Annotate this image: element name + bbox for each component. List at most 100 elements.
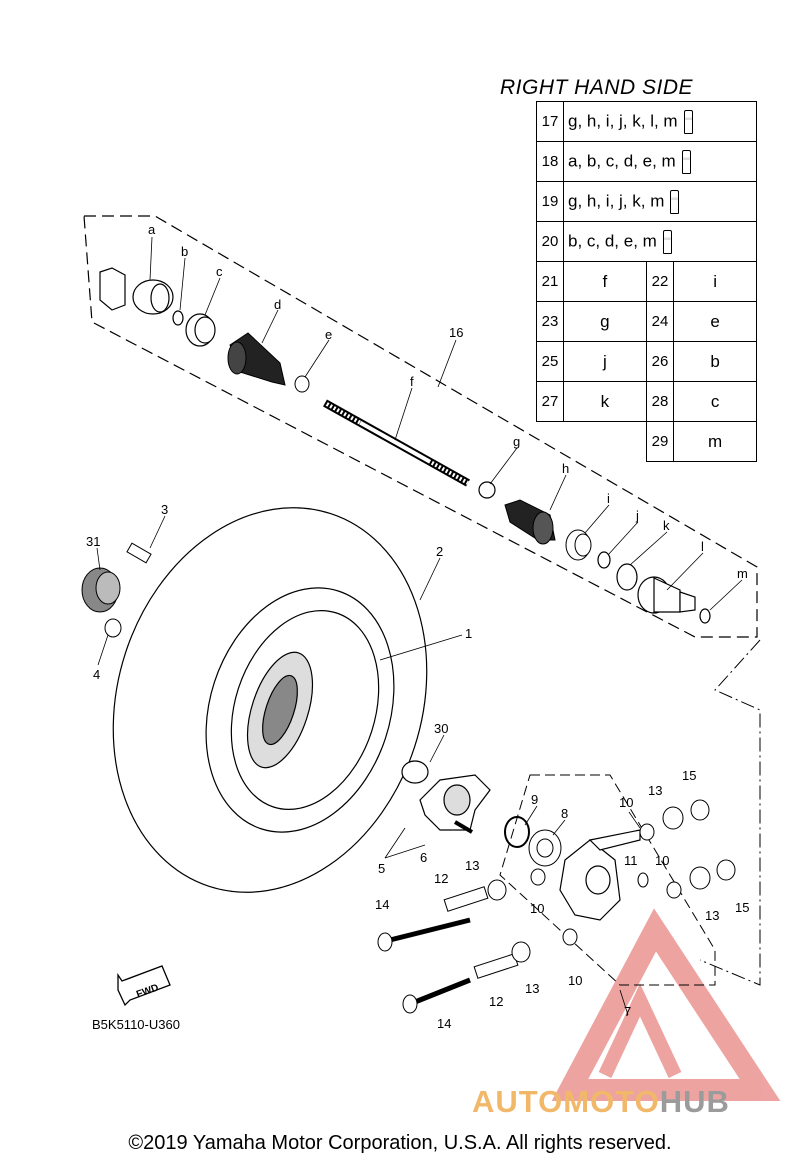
stud-6 bbox=[453, 820, 474, 834]
legend-empty bbox=[537, 422, 564, 462]
legend-value: e bbox=[673, 301, 757, 342]
legend-pair-row: 29 m bbox=[537, 421, 757, 462]
legend-num: 20 bbox=[536, 221, 564, 262]
label-10-a: 10 bbox=[619, 795, 633, 810]
label-30: 30 bbox=[434, 721, 448, 736]
cap-15-a bbox=[690, 799, 710, 821]
grease-tube-icon bbox=[683, 109, 693, 134]
label-16: 16 bbox=[449, 325, 463, 340]
legend-pair-row: 23 g 24 e bbox=[536, 301, 757, 342]
legend-pair-row: 21 f 22 i bbox=[536, 261, 757, 302]
reference-line bbox=[699, 639, 761, 986]
legend-num: 18 bbox=[536, 141, 564, 182]
legend-value: f bbox=[563, 261, 647, 302]
label-14-a: 14 bbox=[375, 897, 389, 912]
label-l: l bbox=[701, 539, 704, 554]
knuckle-7 bbox=[559, 829, 641, 921]
label-j: j bbox=[635, 508, 639, 523]
label-6: 6 bbox=[420, 850, 427, 865]
legend-codes: b, c, d, e, m bbox=[563, 221, 757, 262]
legend-num: 19 bbox=[536, 181, 564, 222]
legend-num: 26 bbox=[645, 341, 675, 382]
label-15-b: 15 bbox=[735, 900, 749, 915]
legend-pair-row: 25 j 26 b bbox=[536, 341, 757, 382]
label-10-c: 10 bbox=[530, 901, 544, 916]
valve-3 bbox=[126, 542, 152, 564]
reference-code: B5K5110-U360 bbox=[92, 1017, 180, 1032]
legend-row: 18 a, b, c, d, e, m bbox=[536, 141, 757, 182]
legend-num: 23 bbox=[536, 301, 564, 342]
legend-empty bbox=[564, 422, 647, 462]
bearing-8 bbox=[528, 829, 562, 867]
legend-row: 17 g, h, i, j, k, l, m bbox=[536, 101, 757, 142]
seal-13-b bbox=[511, 941, 531, 963]
band-c bbox=[185, 313, 216, 347]
clip-j bbox=[597, 551, 611, 569]
watermark-brand: AUTOMOTOHUB bbox=[472, 1084, 730, 1120]
label-f: f bbox=[410, 374, 414, 389]
label-c: c bbox=[216, 264, 223, 279]
legend-value: c bbox=[673, 381, 757, 422]
label-m: m bbox=[737, 566, 748, 581]
legend-num: 25 bbox=[536, 341, 564, 382]
legend-codes: a, b, c, d, e, m bbox=[563, 141, 757, 182]
legend-row: 20 b, c, d, e, m bbox=[536, 221, 757, 262]
legend-num: 21 bbox=[536, 261, 564, 302]
bolt-14-lower bbox=[402, 977, 471, 1014]
label-1: 1 bbox=[465, 626, 472, 641]
seal-13-c bbox=[662, 806, 684, 830]
brand-part-2: HUB bbox=[659, 1084, 730, 1119]
circlip-9 bbox=[504, 816, 530, 848]
label-12-b: 12 bbox=[489, 994, 503, 1009]
legend-value: b bbox=[673, 341, 757, 382]
label-8: 8 bbox=[561, 806, 568, 821]
legend-num: 29 bbox=[645, 421, 675, 462]
label-10-b: 10 bbox=[655, 853, 669, 868]
label-g: g bbox=[513, 434, 520, 449]
label-10-d: 10 bbox=[568, 973, 582, 988]
shaft-f bbox=[323, 399, 470, 487]
label-9: 9 bbox=[531, 792, 538, 807]
part-labels: a b c d e f 16 g h i j k l m 3 31 4 2 1 … bbox=[86, 222, 749, 1031]
label-13-b: 13 bbox=[465, 858, 479, 873]
boot-d bbox=[227, 332, 286, 386]
legend-num: 17 bbox=[536, 101, 564, 142]
legend-num: 22 bbox=[645, 261, 675, 302]
label-7: 7 bbox=[624, 1004, 631, 1019]
label-d: d bbox=[274, 297, 281, 312]
legend-pair-row: 27 k 28 c bbox=[536, 381, 757, 422]
label-e: e bbox=[325, 327, 332, 342]
hub-5 bbox=[401, 760, 491, 831]
bushing-10-b bbox=[530, 868, 546, 886]
driveshaft-boundary bbox=[83, 215, 758, 638]
clip-m bbox=[699, 608, 711, 624]
legend-row: 19 g, h, i, j, k, m bbox=[536, 181, 757, 222]
label-13-c: 13 bbox=[705, 908, 719, 923]
legend-num: 27 bbox=[536, 381, 564, 422]
band-e bbox=[294, 375, 310, 393]
knuckle-boundary bbox=[499, 774, 716, 986]
grease-fitting-11 bbox=[637, 872, 649, 888]
wheel-rim bbox=[230, 610, 380, 810]
bolt-14-upper bbox=[377, 917, 471, 952]
hub-cap-31 bbox=[81, 567, 121, 613]
label-31: 31 bbox=[86, 534, 100, 549]
grease-tube-icon bbox=[662, 229, 672, 254]
bushing-10-c bbox=[666, 881, 682, 899]
label-2: 2 bbox=[436, 544, 443, 559]
band-g bbox=[478, 481, 496, 499]
label-14-b: 14 bbox=[437, 1016, 451, 1031]
label-h: h bbox=[562, 461, 569, 476]
label-4: 4 bbox=[93, 667, 100, 682]
label-5: 5 bbox=[378, 861, 385, 876]
label-15-a: 15 bbox=[682, 768, 696, 783]
legend-value: i bbox=[673, 261, 757, 302]
nut-4 bbox=[104, 618, 122, 638]
grease-tube-icon bbox=[681, 149, 691, 174]
label-i: i bbox=[607, 491, 610, 506]
bushing-10-a bbox=[639, 823, 655, 841]
label-13-a: 13 bbox=[648, 783, 662, 798]
legend-codes: g, h, i, j, k, l, m bbox=[563, 101, 757, 142]
label-13-d: 13 bbox=[525, 981, 539, 996]
